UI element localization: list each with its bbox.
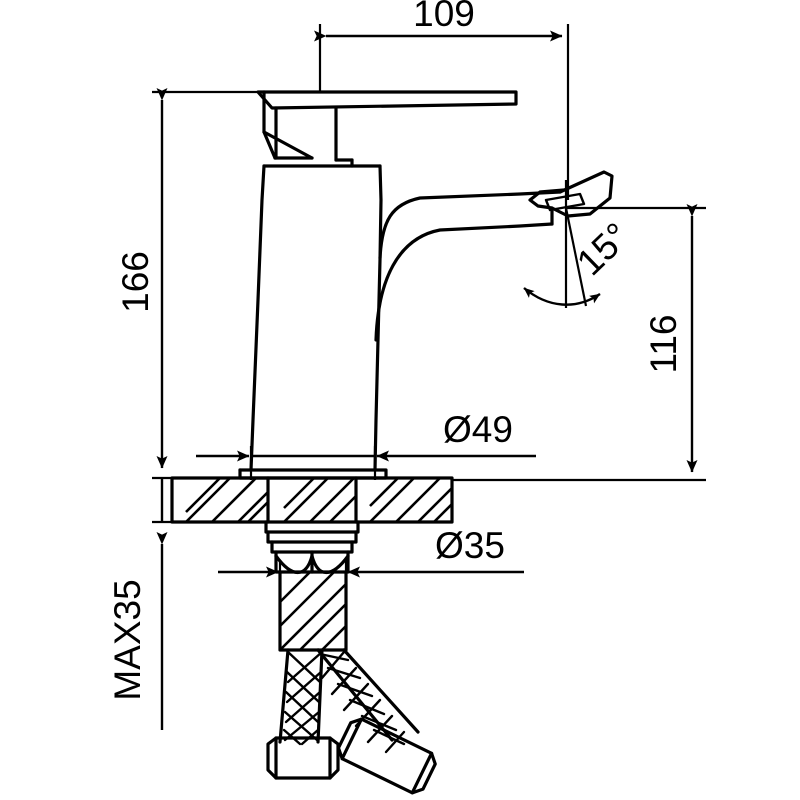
shank-hatching (279, 571, 347, 651)
handle-neck (262, 90, 354, 168)
dimension-max35-label: MAX35 (107, 579, 148, 700)
threaded-shank (278, 570, 348, 652)
dimension-116-label: 116 (643, 315, 684, 374)
supply-hose-right (316, 648, 437, 795)
hose-braid-right (318, 650, 406, 754)
dimension-166: 166 (115, 88, 330, 469)
dimension-116: 116 (452, 204, 706, 482)
lever-handle (256, 90, 518, 110)
dimension-diameter-49: Ø49 (196, 409, 536, 480)
dimension-diameter-35-label: Ø35 (435, 525, 505, 566)
supply-hose-left (266, 648, 340, 780)
aerator (528, 170, 614, 226)
dimension-max35: MAX35 (107, 476, 172, 730)
dimension-diameter-49-label: Ø49 (443, 409, 513, 450)
dimension-109-label: 109 (413, 0, 475, 34)
hose-braid-left (282, 650, 324, 746)
hose-nut-right (336, 717, 437, 795)
dimension-166-label: 166 (115, 251, 156, 313)
dimension-109: 109 (314, 0, 570, 200)
spout (374, 190, 562, 342)
hose-nut-left (266, 736, 340, 780)
dimension-diameter-35: Ø35 (218, 525, 524, 590)
deck-hatching (185, 477, 453, 523)
faucet-body (238, 164, 383, 472)
deck-section (170, 476, 454, 524)
